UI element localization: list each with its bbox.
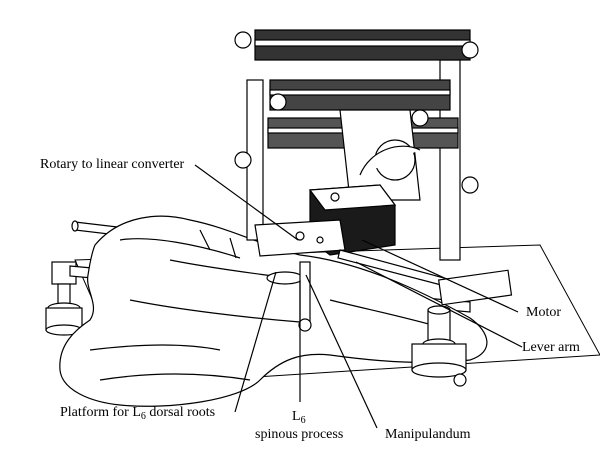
label-platform-sub: 6 xyxy=(140,411,146,422)
label-platform-suffix: dorsal roots xyxy=(145,405,216,420)
label-l6-sub: 6 xyxy=(300,415,306,426)
left-rail-clamp xyxy=(45,261,83,336)
label-l6-main: L xyxy=(292,409,301,424)
manipulandum xyxy=(266,261,312,332)
carriage-plate xyxy=(339,109,421,201)
label-manipulandum: Manipulandum xyxy=(385,427,471,442)
label-platform: Platform for L6 dorsal roots xyxy=(60,406,215,422)
label-rotary-converter: Rotary to linear converter xyxy=(40,157,185,172)
converter-block xyxy=(254,219,346,257)
right-rail-clamp xyxy=(411,305,467,387)
label-platform-prefix: Platform for L xyxy=(60,405,141,420)
label-lever-arm: Lever arm xyxy=(522,340,580,355)
label-motor: Motor xyxy=(526,305,561,320)
lever-arm xyxy=(337,249,513,306)
label-spinous-process: spinous process xyxy=(255,427,344,442)
label-l6: L6 xyxy=(292,410,306,426)
leader-lines xyxy=(194,164,523,429)
